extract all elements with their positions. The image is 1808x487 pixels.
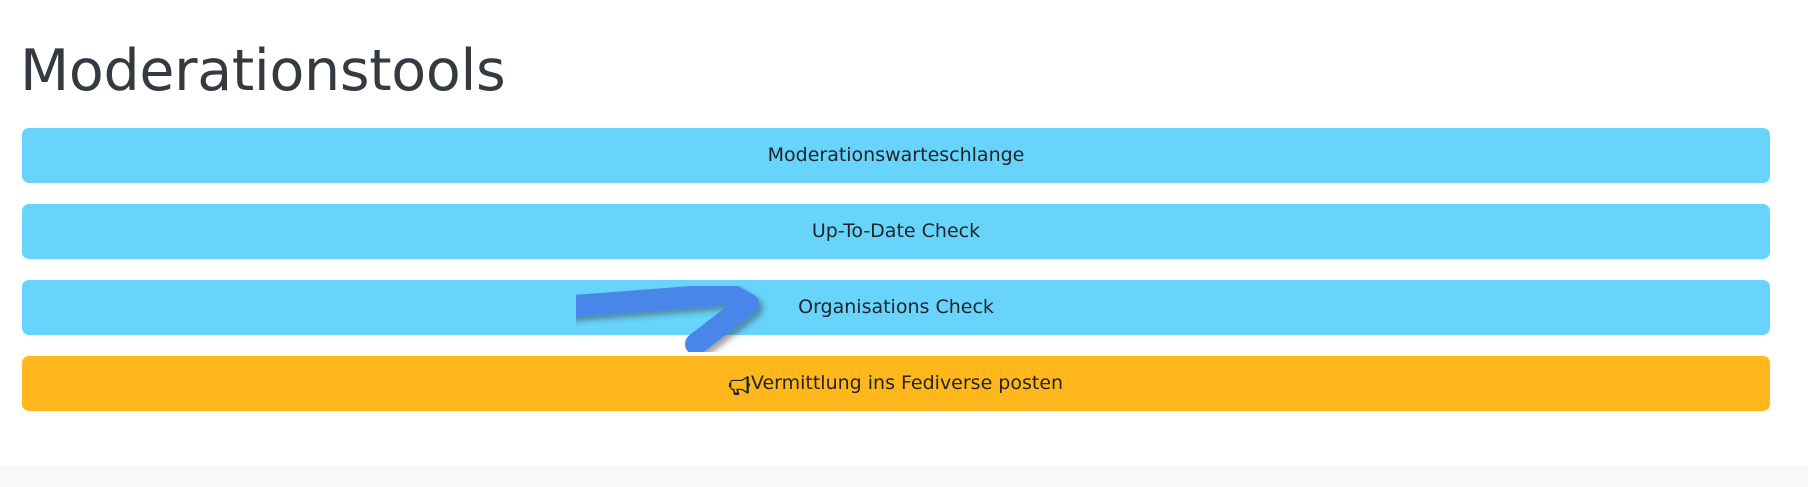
- footer-band: [0, 465, 1808, 487]
- post-to-fediverse-button-label: Vermittlung ins Fediverse posten: [750, 372, 1064, 394]
- bullhorn-icon: [728, 376, 750, 395]
- moderation-queue-button[interactable]: Moderationswarteschlange: [22, 128, 1770, 183]
- post-to-fediverse-button[interactable]: Vermittlung ins Fediverse posten: [22, 356, 1770, 411]
- organisations-check-button-label: Organisations Check: [798, 296, 994, 318]
- up-to-date-check-button[interactable]: Up-To-Date Check: [22, 204, 1770, 259]
- organisations-check-button[interactable]: Organisations Check: [22, 280, 1770, 335]
- moderation-queue-button-label: Moderationswarteschlange: [767, 144, 1025, 166]
- page-title: Moderationstools: [20, 38, 506, 105]
- up-to-date-check-button-label: Up-To-Date Check: [811, 220, 981, 242]
- moderation-tools-button-list: Moderationswarteschlange Up-To-Date Chec…: [22, 128, 1770, 432]
